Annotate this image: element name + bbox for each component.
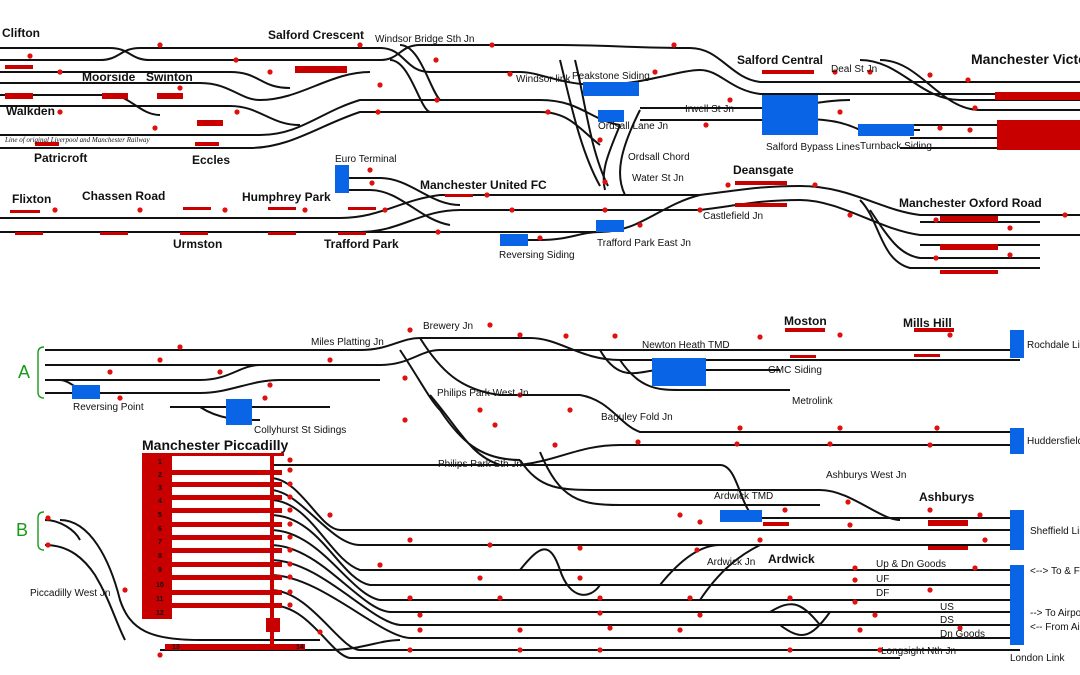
platform-number: 5: [158, 512, 162, 519]
label-df: DF: [876, 588, 889, 599]
label-gmc-siding: GMC Siding: [768, 365, 822, 376]
lower-sidings: [72, 330, 1024, 645]
label-newton-heath: Newton Heath TMD: [642, 340, 730, 351]
station-swinton: Swinton: [146, 70, 193, 84]
label-salford-bypass: Salford Bypass Lines: [766, 142, 860, 153]
label-rochdale: Rochdale Line: [1027, 340, 1080, 351]
station-clifton: Clifton: [2, 26, 40, 40]
label-longsight: Longsight Nth Jn: [881, 646, 956, 657]
label-philips-park-west: Philips Park West Jn: [437, 388, 529, 399]
platform-number: 1: [158, 459, 162, 466]
label-trafford-park-east: Trafford Park East Jn: [597, 238, 691, 249]
station-trafford-park: Trafford Park: [324, 237, 399, 251]
lower-platforms: [763, 328, 968, 550]
platform-number: 3: [158, 485, 162, 492]
station-salford-crescent: Salford Crescent: [268, 28, 364, 42]
station-flixton: Flixton: [12, 192, 51, 206]
station-ardwick: Ardwick: [768, 552, 815, 566]
label-miles-platting: Miles Platting Jn: [311, 337, 384, 348]
station-moston: Moston: [784, 314, 827, 328]
label-huddersfield: Huddersfield Line: [1027, 436, 1080, 447]
label-castlefield: Castlefield Jn: [703, 211, 763, 222]
platform-number: 12: [156, 610, 164, 617]
station-ashburys: Ashburys: [919, 490, 975, 504]
label-ashburys-west: Ashburys West Jn: [826, 470, 906, 481]
label-to-from: <--> To & From: [1030, 566, 1080, 577]
station-chassen-road: Chassen Road: [82, 189, 165, 203]
label-ordsall-lane: Ordsall Lane Jn: [598, 121, 668, 132]
station-humphrey-park: Humphrey Park: [242, 190, 331, 204]
label-peakstone-siding: Peakstone Siding: [572, 71, 650, 82]
platform-number: 10: [156, 582, 164, 589]
label-sheffield: Sheffield Line: [1030, 526, 1080, 537]
label-brewery: Brewery Jn: [423, 321, 473, 332]
label-from-airport: <-- From Airport: [1030, 622, 1080, 633]
label-to-airport: --> To Airport: [1030, 608, 1080, 619]
platform-number: 11: [156, 596, 164, 603]
station-mills-hill: Mills Hill: [903, 316, 952, 330]
section-b-label: B: [16, 520, 28, 540]
diagram-labels: A B Clifton Salford Crescent Moorside Sw…: [2, 26, 1080, 664]
platform-number: 2: [158, 472, 162, 479]
station-manchester-oxford-road: Manchester Oxford Road: [899, 196, 1042, 210]
upper-sidings: [335, 82, 914, 246]
label-philips-park-sth: Philips Park Sth Jn: [438, 459, 522, 470]
label-ordsall-chord: Ordsall Chord: [628, 152, 690, 163]
station-manchester-piccadilly: Manchester Piccadilly: [142, 437, 289, 453]
label-windsor-link: Windsor link: [516, 74, 571, 85]
label-reversing-siding: Reversing Siding: [499, 250, 575, 261]
label-up-dn-goods: Up & Dn Goods: [876, 559, 946, 570]
label-dn-goods: Dn Goods: [940, 629, 985, 640]
label-windsor-bridge: Windsor Bridge Sth Jn: [375, 34, 475, 45]
station-walkden: Walkden: [6, 104, 55, 118]
label-euro-terminal: Euro Terminal: [335, 154, 397, 165]
platform-number: 8: [158, 553, 162, 560]
label-water-st: Water St Jn: [632, 173, 684, 184]
section-a-label: A: [18, 362, 30, 382]
section-b-brace: [37, 511, 45, 551]
platform-number: 14: [296, 644, 304, 651]
platform-number: 9: [158, 567, 162, 574]
platform-number: 7: [158, 539, 162, 546]
section-a-brace: [37, 346, 45, 399]
label-turnback-siding: Turnback Siding: [860, 141, 932, 152]
platform-number: 6: [158, 526, 162, 533]
upper-platforms: [5, 65, 1080, 274]
label-collyhurst: Collyhurst St Sidings: [254, 425, 346, 436]
signal-markers: [27, 42, 1068, 658]
label-metrolink: Metrolink: [792, 396, 834, 407]
piccadilly-platform-block: [142, 453, 305, 650]
piccadilly-platform-numbers: 1 2 3 4 5 6 7 8 9 10 11 12 13 14: [156, 459, 304, 651]
station-patricroft: Patricroft: [34, 151, 87, 165]
label-ardwick-tmd: Ardwick TMD: [714, 491, 773, 502]
label-london-link: London Link: [1010, 653, 1065, 664]
label-ds: DS: [940, 615, 954, 626]
label-us: US: [940, 602, 954, 613]
station-manchester-united-fc: Manchester United FC: [420, 178, 547, 192]
station-eccles: Eccles: [192, 153, 230, 167]
station-deansgate: Deansgate: [733, 163, 794, 177]
label-irwell-st: Irwell St Jn: [685, 104, 734, 115]
station-salford-central: Salford Central: [737, 53, 823, 67]
platform-number: 13: [172, 644, 180, 651]
label-baguley-fold: Baguley Fold Jn: [601, 412, 673, 423]
station-urmston: Urmston: [173, 237, 222, 251]
label-deal-st: Deal St Jn: [831, 64, 877, 75]
label-original-line-note: Line of original Liverpool and Mancheste…: [4, 136, 151, 144]
label-piccadilly-west: Piccadilly West Jn: [30, 588, 110, 599]
station-moorside: Moorside: [82, 70, 136, 84]
upper-tracks: [0, 44, 1080, 269]
station-manchester-victoria: Manchester Victoria: [971, 51, 1080, 67]
label-uf: UF: [876, 574, 889, 585]
platform-number: 4: [158, 498, 162, 505]
label-reversing-point: Reversing Point: [73, 402, 144, 413]
label-ardwick-jn: Ardwick Jn: [707, 557, 755, 568]
